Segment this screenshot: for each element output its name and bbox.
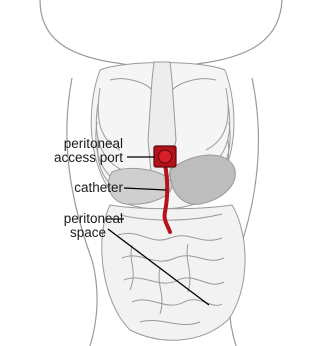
label-catheter: catheter [74,180,123,195]
label-port-line1: peritoneal [64,136,123,151]
label-space-line1: peritoneal [64,211,123,226]
label-port-line2: access port [54,150,123,165]
peritoneal-access-port [154,146,176,167]
label-space-line2: space [70,225,106,240]
intestines [102,205,245,340]
